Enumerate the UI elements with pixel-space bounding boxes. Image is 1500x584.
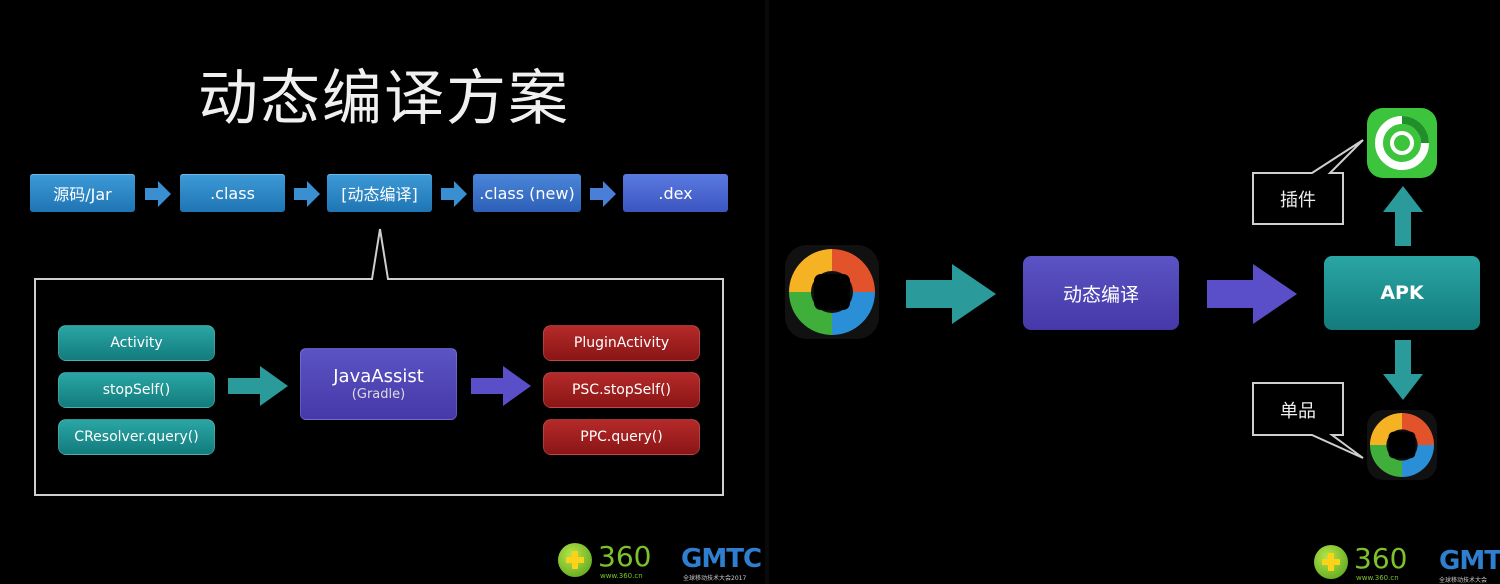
detail-callout-frame	[34, 228, 724, 496]
arrow-right-icon	[590, 181, 616, 207]
input-activity: Activity	[58, 325, 215, 361]
javaassist-sub: (Gradle)	[351, 387, 406, 402]
plus-icon	[566, 551, 584, 569]
flow-source-jar-label: 源码/Jar	[53, 185, 112, 204]
panel-divider	[765, 0, 769, 584]
360-logo-www: www.360.cn	[600, 572, 643, 580]
arrow-right-icon	[441, 181, 467, 207]
output-psc-stopself: PSC.stopSelf()	[543, 372, 700, 408]
360-logo-text: 360	[598, 540, 652, 573]
slide-title: 动态编译方案	[198, 64, 570, 134]
gmtc-logo: GMTC	[681, 544, 762, 574]
output-pluginactivity-label: PluginActivity	[573, 335, 670, 351]
arrow-right-icon	[294, 181, 320, 207]
single-app-icon	[1367, 410, 1437, 480]
flow-class-new-label: .class (new)	[479, 183, 575, 203]
right-slide: 动态编译 APK 插件 单品 360 www.360.cn GMTC	[769, 0, 1500, 584]
plugin-app-icon	[1367, 108, 1437, 178]
arrow-down-icon	[1383, 340, 1423, 400]
output-psc-label: PSC.stopSelf()	[571, 382, 672, 398]
javaassist-label: JavaAssist	[333, 366, 424, 387]
plugin-callout-label: 插件	[1280, 190, 1316, 211]
input-activity-label: Activity	[110, 335, 163, 351]
dynamic-compile-label: 动态编译	[1062, 283, 1139, 306]
gmtc-logo-sub: 全球移动技术大会2017	[683, 575, 747, 582]
input-cresolver-label: CResolver.query()	[74, 429, 199, 445]
left-slide: 动态编译方案 源码/Jar .class [动态编译] .class (new)…	[30, 64, 763, 582]
plugin-callout-frame	[1252, 139, 1364, 225]
input-cresolver-query: CResolver.query()	[58, 419, 215, 455]
plus-icon	[1322, 553, 1340, 571]
javaassist-box: JavaAssist (Gradle)	[300, 348, 457, 420]
output-ppc-query: PPC.query()	[543, 419, 700, 455]
360-logo-text: 360	[1354, 542, 1408, 575]
output-ppc-label: PPC.query()	[580, 429, 663, 445]
flow-class-new: .class (new)	[473, 174, 581, 212]
app-logo-icon	[785, 245, 879, 339]
flow-dex-label: .dex	[658, 183, 693, 203]
dynamic-compile-box: 动态编译	[1023, 256, 1179, 330]
360-logo-www: www.360.cn	[1356, 574, 1399, 582]
input-stopself-label: stopSelf()	[102, 382, 171, 398]
arrow-right-icon	[228, 366, 288, 406]
gmtc-logo: GMTC	[1439, 546, 1500, 576]
flow-source-jar: 源码/Jar	[30, 174, 135, 212]
apk-label: APK	[1380, 282, 1424, 304]
gmtc-logo-sub: 全球移动技术大会	[1439, 577, 1488, 584]
single-callout-frame	[1252, 382, 1364, 459]
arrow-up-icon	[1383, 186, 1423, 246]
output-pluginactivity: PluginActivity	[543, 325, 700, 361]
arrow-right-icon	[1207, 264, 1297, 324]
input-stopself: stopSelf()	[58, 372, 215, 408]
flow-class-label: .class	[210, 183, 255, 203]
arrow-right-icon	[906, 264, 996, 324]
flow-class: .class	[180, 174, 285, 212]
flow-dynamic-compile: [动态编译]	[327, 174, 432, 212]
single-callout-label: 单品	[1280, 401, 1316, 422]
flow-dynamic-compile-label: [动态编译]	[341, 185, 418, 204]
apk-box: APK	[1324, 256, 1480, 330]
arrow-right-icon	[471, 366, 531, 406]
flow-dex: .dex	[623, 174, 728, 212]
arrow-right-icon	[145, 181, 171, 207]
